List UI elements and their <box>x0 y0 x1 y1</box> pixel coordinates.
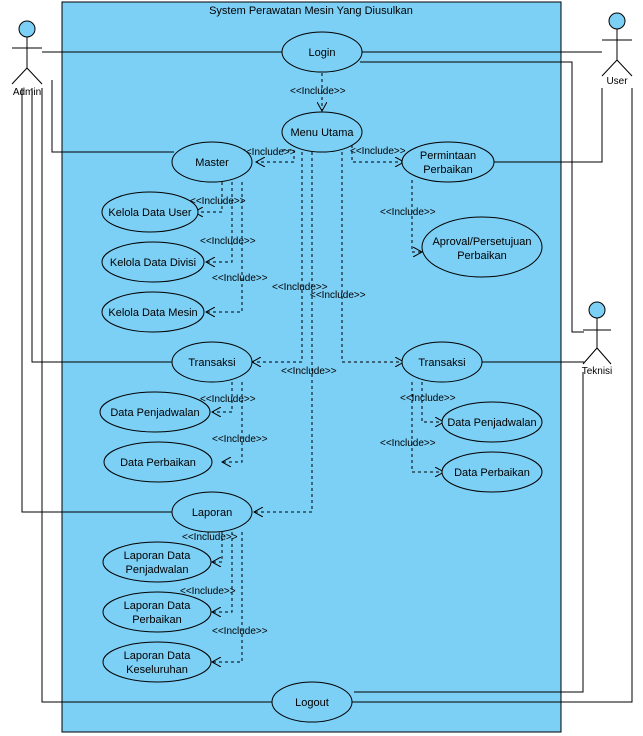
svg-text:Master: Master <box>195 157 229 169</box>
svg-text:Data Penjadwalan: Data Penjadwalan <box>110 407 199 419</box>
svg-text:Aproval/Persetujuan: Aproval/Persetujuan <box>432 236 531 248</box>
use-case-data-perbaikan-teknisi[interactable]: Data Perbaikan <box>441 451 543 493</box>
use-case-login[interactable]: Login <box>281 31 363 73</box>
svg-text:Logout: Logout <box>295 697 329 709</box>
svg-text:Keseluruhan: Keseluruhan <box>126 664 188 676</box>
svg-text:Kelola Data User: Kelola Data User <box>108 207 191 219</box>
include-label: <<Include>> <box>180 586 236 597</box>
include-label: <<Include>> <box>212 626 268 637</box>
use-case-laporan-data-penjadwalan[interactable]: Laporan Data Penjadwalan <box>102 541 212 583</box>
use-case-data-penjadwalan-teknisi[interactable]: Data Penjadwalan <box>441 401 543 443</box>
include-label: <<Include>> <box>380 207 436 218</box>
svg-text:Data Perbaikan: Data Perbaikan <box>454 467 530 479</box>
svg-text:Transaksi: Transaksi <box>188 357 235 369</box>
svg-text:Perbaikan: Perbaikan <box>132 614 182 626</box>
use-case-logout[interactable]: Logout <box>271 681 353 723</box>
actor-admin[interactable]: Admin <box>11 20 43 98</box>
actor-admin-label: Admin <box>13 87 41 98</box>
use-case-data-penjadwalan-admin[interactable]: Data Penjadwalan <box>99 391 211 433</box>
include-label: <<Include>> <box>200 236 256 247</box>
svg-text:Laporan: Laporan <box>192 507 232 519</box>
include-label: <<Include>> <box>240 147 296 158</box>
use-case-transaksi-teknisi[interactable]: Transaksi <box>401 341 483 383</box>
actor-teknisi-label: Teknisi <box>582 366 613 377</box>
actor-head-icon <box>588 301 606 319</box>
include-label: <<Include>> <box>190 196 246 207</box>
svg-text:Laporan Data: Laporan Data <box>124 600 192 612</box>
include-lines <box>194 73 444 662</box>
use-case-aproval-persetujuan-perbaikan[interactable]: Aproval/Persetujuan Perbaikan <box>421 216 543 278</box>
include-label: <<Include>> <box>182 532 238 543</box>
use-case-permintaan-perbaikan[interactable]: Permintaan Perbaikan <box>401 141 495 183</box>
actor-head-icon <box>608 12 626 30</box>
include-label: <<Include>> <box>281 366 337 377</box>
svg-text:Data Perbaikan: Data Perbaikan <box>120 457 196 469</box>
svg-text:Perbaikan: Perbaikan <box>423 164 473 176</box>
include-label: <<Include>> <box>200 394 256 405</box>
svg-text:Laporan Data: Laporan Data <box>124 650 192 662</box>
include-labels: <<Include>> <<Include>> <<Include>> <<In… <box>180 86 456 637</box>
svg-text:Kelola Data Divisi: Kelola Data Divisi <box>110 257 196 269</box>
actor-teknisi[interactable]: Teknisi <box>582 301 613 377</box>
svg-text:Perbaikan: Perbaikan <box>457 250 507 262</box>
use-case-master[interactable]: Master <box>171 141 253 183</box>
use-case-kelola-data-mesin[interactable]: Kelola Data Mesin <box>101 291 205 333</box>
actor-head-icon <box>18 20 36 38</box>
include-label: <<Include>> <box>272 282 328 293</box>
svg-text:Permintaan: Permintaan <box>420 150 476 162</box>
include-label: <<Include>> <box>350 146 406 157</box>
actor-user[interactable]: User <box>601 12 633 87</box>
include-label: <<Include>> <box>212 434 268 445</box>
use-case-kelola-data-user[interactable]: Kelola Data User <box>101 191 199 233</box>
svg-text:Data Penjadwalan: Data Penjadwalan <box>447 417 536 429</box>
use-case-data-perbaikan-admin[interactable]: Data Perbaikan <box>103 441 213 483</box>
use-case-kelola-data-divisi[interactable]: Kelola Data Divisi <box>101 241 205 283</box>
svg-text:Login: Login <box>309 47 336 59</box>
svg-text:Laporan Data: Laporan Data <box>124 550 192 562</box>
svg-text:Penjadwalan: Penjadwalan <box>126 564 189 576</box>
include-label: <<Include>> <box>310 290 366 301</box>
svg-text:Kelola Data Mesin: Kelola Data Mesin <box>108 307 197 319</box>
use-case-transaksi-admin[interactable]: Transaksi <box>171 341 253 383</box>
actor-user-label: User <box>606 76 628 87</box>
include-label: <<Include>> <box>380 438 436 449</box>
use-case-laporan-data-keseluruhan[interactable]: Laporan Data Keseluruhan <box>102 641 212 683</box>
include-label: <<Include>> <box>212 273 268 284</box>
association-lines <box>21 51 633 703</box>
use-case-laporan-data-perbaikan[interactable]: Laporan Data Perbaikan <box>102 591 212 633</box>
include-label: <<Include>> <box>290 86 346 97</box>
svg-text:Transaksi: Transaksi <box>418 357 465 369</box>
system-title: System Perawatan Mesin Yang Diusulkan <box>209 5 413 17</box>
use-case-menu-utama[interactable]: Menu Utama <box>281 111 363 153</box>
use-case-laporan[interactable]: Laporan <box>171 491 253 533</box>
svg-text:Menu Utama: Menu Utama <box>291 127 355 139</box>
include-label: <<Include>> <box>400 393 456 404</box>
